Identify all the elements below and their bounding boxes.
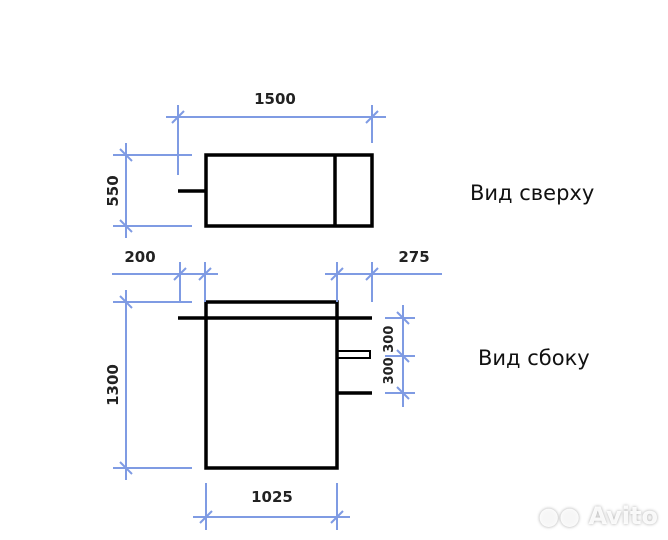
dim-300-300: 300 300 bbox=[382, 305, 415, 407]
dim-200-text: 200 bbox=[124, 248, 155, 266]
watermark-text: Avito bbox=[588, 502, 658, 530]
dim-1500: 1500 bbox=[166, 90, 386, 175]
dim-1025: 1025 bbox=[193, 483, 350, 530]
dim-1300-text: 1300 bbox=[104, 364, 122, 406]
dim-200: 200 bbox=[112, 248, 218, 302]
dim-275-text: 275 bbox=[398, 248, 429, 266]
avito-logo-icon: ●● bbox=[538, 502, 581, 530]
side-view bbox=[178, 300, 372, 470]
dim-550-text: 550 bbox=[104, 175, 122, 206]
top-view-label: Вид сверху bbox=[470, 181, 595, 205]
side-view-body bbox=[204, 300, 339, 470]
dim-300-300-text: 300 300 bbox=[382, 326, 397, 385]
dim-275: 275 bbox=[325, 248, 442, 302]
dim-1025-text: 1025 bbox=[251, 488, 293, 506]
top-view-body bbox=[204, 153, 374, 228]
dim-1300: 1300 bbox=[104, 290, 192, 480]
avito-watermark: ●● Avito bbox=[538, 502, 658, 530]
top-view bbox=[178, 153, 374, 228]
side-view-shelf bbox=[336, 350, 371, 359]
side-view-label: Вид сбоку bbox=[478, 346, 590, 370]
dim-1500-text: 1500 bbox=[254, 90, 296, 108]
dim-550: 550 bbox=[104, 143, 192, 238]
